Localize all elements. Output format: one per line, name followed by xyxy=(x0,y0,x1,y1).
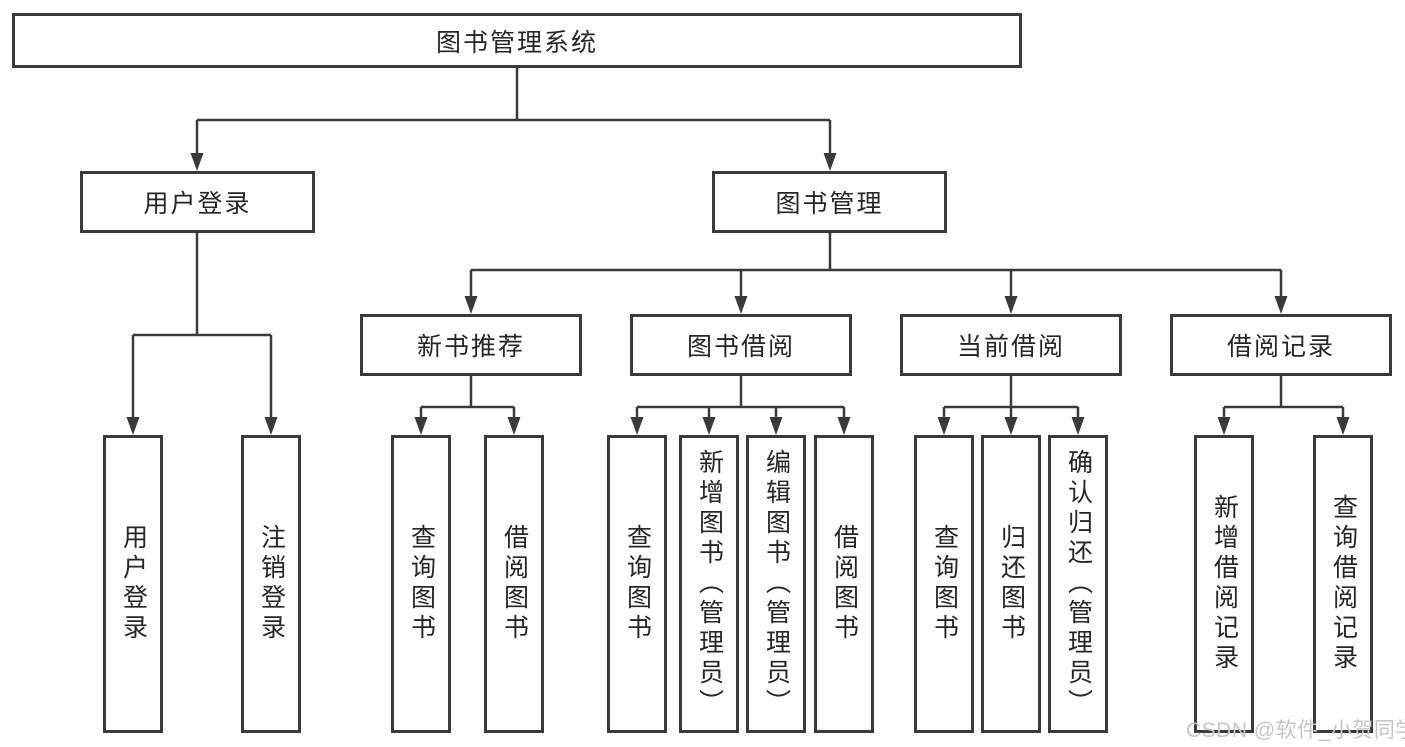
node-label: 新增图书（管理员） xyxy=(695,449,724,719)
leaf-borrowing-query-books: 查询图书 xyxy=(607,435,667,733)
node-label: 新增借阅记录 xyxy=(1210,494,1239,674)
node-label: 查询借阅记录 xyxy=(1329,494,1358,674)
node-label: 查询图书 xyxy=(930,524,959,644)
leaf-records-query-record: 查询借阅记录 xyxy=(1313,435,1373,733)
csdn-watermark: CSDN @软件_小贺同学 xyxy=(1186,719,1405,742)
leaf-logout-login: 注销登录 xyxy=(241,435,301,733)
node-current-borrowing: 当前借阅 xyxy=(900,314,1122,376)
leaf-borrowing-add-books-admin: 新增图书（管理员） xyxy=(679,435,739,733)
node-label: 确认归还（管理员） xyxy=(1064,449,1093,719)
node-book-borrowing: 图书借阅 xyxy=(630,314,852,376)
node-label: 归还图书 xyxy=(997,524,1026,644)
leaf-current-return-books: 归还图书 xyxy=(981,435,1041,733)
node-label: 查询图书 xyxy=(407,524,436,644)
leaf-borrowing-edit-books-admin: 编辑图书（管理员） xyxy=(746,435,806,733)
node-label: 用户登录 xyxy=(119,524,148,644)
node-label: 当前借阅 xyxy=(956,333,1065,361)
leaf-user-login: 用户登录 xyxy=(103,435,163,733)
node-label: 图书管理系统 xyxy=(435,28,598,57)
node-user-login: 用户登录 xyxy=(80,171,315,233)
node-book-management: 图书管理 xyxy=(712,171,947,233)
node-label: 用户登录 xyxy=(143,190,252,218)
node-label: 借阅记录 xyxy=(1226,333,1335,361)
node-label: 新书推荐 xyxy=(416,333,525,361)
node-label: 借阅图书 xyxy=(830,524,859,644)
node-label: 注销登录 xyxy=(257,524,286,644)
arrowhead-icons xyxy=(126,153,1350,435)
node-borrowing-records: 借阅记录 xyxy=(1170,314,1392,376)
leaf-current-confirm-return-admin: 确认归还（管理员） xyxy=(1048,435,1108,733)
leaf-borrowing-borrow-books: 借阅图书 xyxy=(814,435,874,733)
node-label: 借阅图书 xyxy=(500,524,529,644)
node-label: 图书借阅 xyxy=(686,333,795,361)
node-root-library-management-system: 图书管理系统 xyxy=(12,13,1022,68)
leaf-records-add-record: 新增借阅记录 xyxy=(1194,435,1254,733)
leaf-recommend-query-books: 查询图书 xyxy=(391,435,451,733)
node-new-book-recommendation: 新书推荐 xyxy=(360,314,582,376)
node-label: 查询图书 xyxy=(623,524,652,644)
node-label: 编辑图书（管理员） xyxy=(762,449,791,719)
leaf-recommend-borrow-books: 借阅图书 xyxy=(484,435,544,733)
node-label: 图书管理 xyxy=(775,190,884,218)
leaf-current-query-books: 查询图书 xyxy=(914,435,974,733)
